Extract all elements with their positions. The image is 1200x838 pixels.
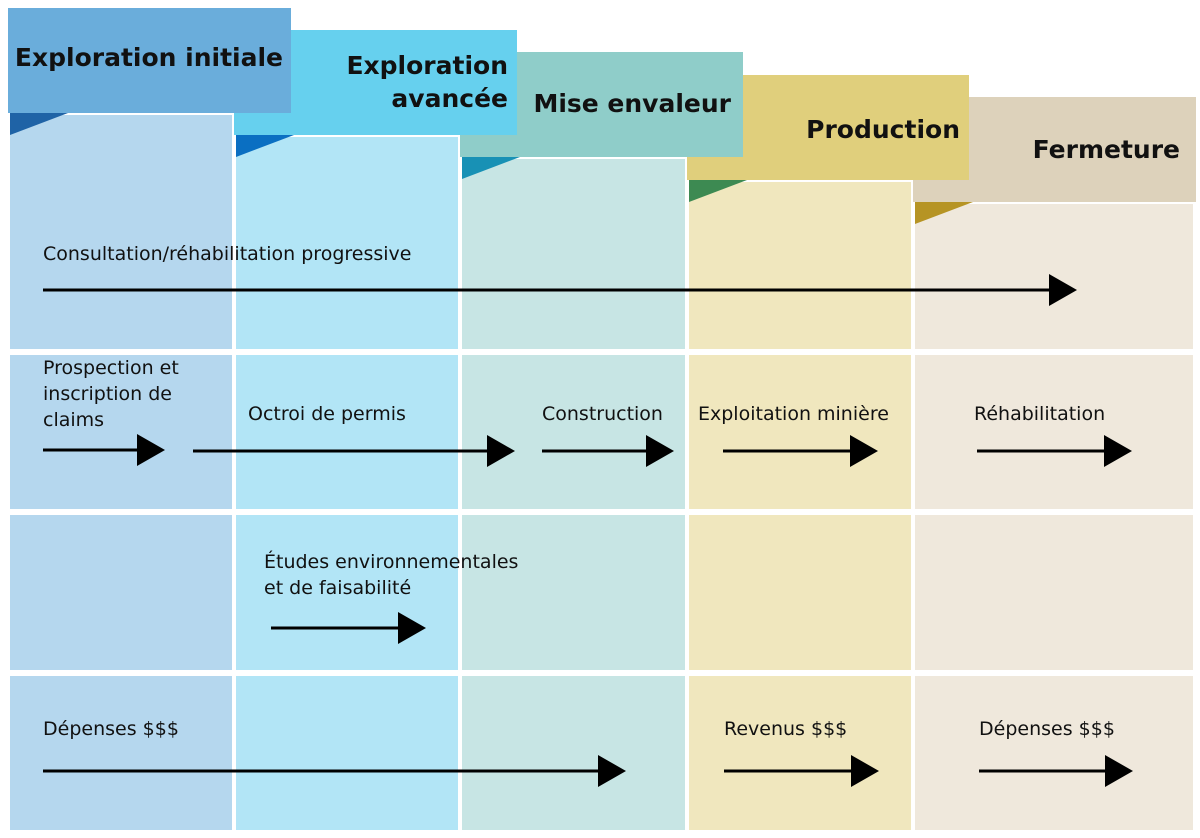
activity-arrow-head xyxy=(137,434,165,466)
activity: Dépenses $$$ xyxy=(43,718,626,787)
stage-title: avancée xyxy=(391,84,508,113)
activity-label: Revenus $$$ xyxy=(724,718,847,740)
activity: Revenus $$$ xyxy=(724,718,879,787)
activity-arrow-head xyxy=(850,435,878,467)
activity-label: Études environnementales xyxy=(264,550,518,573)
activity: Études environnementales et de faisabilit… xyxy=(264,550,518,644)
row-divider xyxy=(0,509,1200,515)
stage-title: Production xyxy=(806,115,960,144)
activity-label: Consultation/réhabilitation progressive xyxy=(43,243,411,265)
activity-arrow-head xyxy=(646,435,674,467)
activity: Consultation/réhabilitation progressive xyxy=(43,243,1077,306)
stage-title: Fermeture xyxy=(1033,135,1180,164)
header-fold xyxy=(462,157,520,179)
stage-header: Exploration initiale xyxy=(8,8,291,135)
activity-label: Octroi de permis xyxy=(248,403,406,425)
stage-column xyxy=(236,137,458,830)
activity: Construction xyxy=(542,403,674,467)
activity-label: Prospection et xyxy=(43,357,179,379)
activity: Réhabilitation xyxy=(974,403,1132,467)
row-dividers xyxy=(0,349,1200,676)
row-divider xyxy=(0,670,1200,676)
header-fold xyxy=(10,113,68,135)
row-divider xyxy=(0,349,1200,355)
activity-label: claims xyxy=(43,409,104,431)
header-fold xyxy=(915,202,973,224)
activity-label: inscription de xyxy=(43,383,172,405)
stage-column xyxy=(915,204,1193,830)
activity: Exploitation minière xyxy=(698,403,889,467)
activity-arrow-head xyxy=(598,755,626,787)
stage-title: Mise envaleur xyxy=(533,89,731,118)
activity: Prospection et inscription de claims xyxy=(43,357,179,466)
stage-headers: Fermeture Production Mise envaleur Explorat… xyxy=(8,8,1196,224)
activity-label: Dépenses $$$ xyxy=(979,718,1115,740)
activity-arrow-head xyxy=(1104,435,1132,467)
activity-arrow-head xyxy=(398,612,426,644)
activity-arrow-head xyxy=(1049,274,1077,306)
header-fold xyxy=(689,180,747,202)
stage-title: Exploration initiale xyxy=(15,43,283,72)
stage-title: Exploration xyxy=(346,51,508,80)
activity-arrow-head xyxy=(487,435,515,467)
activity-label: Réhabilitation xyxy=(974,403,1105,425)
activity: Dépenses $$$ xyxy=(979,718,1133,787)
activity-arrow-head xyxy=(851,755,879,787)
activity-label: Exploitation minière xyxy=(698,403,889,425)
activity-label: et de faisabilité xyxy=(264,577,411,599)
activity-label: Construction xyxy=(542,403,663,425)
activities: Consultation/réhabilitation progressiveP… xyxy=(43,243,1133,787)
activity-label: Dépenses $$$ xyxy=(43,718,179,740)
activity-arrow-head xyxy=(1105,755,1133,787)
header-fold xyxy=(236,135,294,157)
stage-header-band xyxy=(8,8,291,113)
stage-column xyxy=(10,115,232,830)
stage-column xyxy=(462,159,685,830)
activity: Octroi de permis xyxy=(193,403,515,467)
